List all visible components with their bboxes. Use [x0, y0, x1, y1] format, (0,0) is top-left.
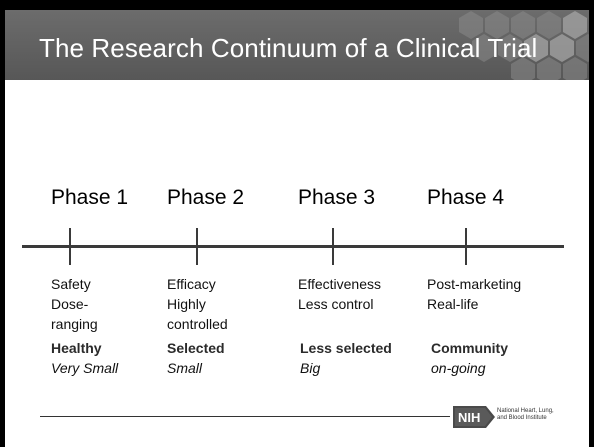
phase-4-line-1: Post-marketing — [427, 276, 522, 292]
phase-2-line-3: controlled — [167, 316, 228, 332]
phase-1-size: Very Small — [51, 360, 119, 376]
timeline-axis — [22, 245, 564, 248]
slide: The Research Continuum of a Clinical Tri… — [5, 10, 589, 447]
phase-1-population: Healthy — [51, 340, 102, 356]
phase-2-details: Efficacy Highly controlled Selected Smal… — [167, 274, 228, 378]
nih-logo-icon: NIH — [453, 406, 495, 428]
phase-4-population: Community — [431, 340, 508, 356]
phase-3-details: Effectiveness Less control Less selected… — [298, 274, 392, 378]
nih-logo-text: NIH — [458, 410, 480, 425]
hexagon-pattern-decoration — [459, 11, 589, 80]
phase-3-population: Less selected — [300, 340, 392, 356]
phase-1-details: Safety Dose- ranging Healthy Very Small — [51, 274, 118, 378]
slide-title: The Research Continuum of a Clinical Tri… — [39, 33, 538, 63]
phase-1-line-1: Safety — [51, 276, 91, 292]
phase-2-population: Selected — [167, 340, 225, 356]
footer-divider — [40, 416, 450, 417]
phase-2-line-1: Efficacy — [167, 276, 216, 292]
org-name-line-2: and Blood Institute — [497, 415, 547, 421]
phase-1-tick — [69, 228, 71, 265]
phase-4-size: on-going — [431, 360, 486, 376]
phase-2-line-2: Highly — [167, 296, 206, 312]
phase-4-tick — [465, 228, 467, 265]
phase-1-line-3: ranging — [51, 316, 98, 332]
org-name: National Heart, Lung, and Blood Institut… — [497, 408, 554, 422]
phase-3-line-1: Effectiveness — [298, 276, 382, 292]
phase-3-label: Phase 3 — [298, 186, 376, 209]
phase-2-tick — [196, 228, 198, 265]
phase-1-line-2: Dose- — [51, 296, 89, 312]
phase-2-size: Small — [167, 360, 203, 376]
phase-3-line-2: Less control — [298, 296, 374, 312]
phase-3-size: Big — [300, 360, 321, 376]
org-name-line-1: National Heart, Lung, — [497, 408, 554, 414]
phase-3-tick — [332, 228, 334, 265]
phase-4-details: Post-marketing Real-life Community on-go… — [427, 274, 521, 378]
phase-2-label: Phase 2 — [167, 186, 245, 209]
phase-1-label: Phase 1 — [51, 186, 129, 209]
title-bar: The Research Continuum of a Clinical Tri… — [5, 10, 589, 80]
phase-4-line-2: Real-life — [427, 296, 479, 312]
phase-4-label: Phase 4 — [427, 186, 505, 209]
